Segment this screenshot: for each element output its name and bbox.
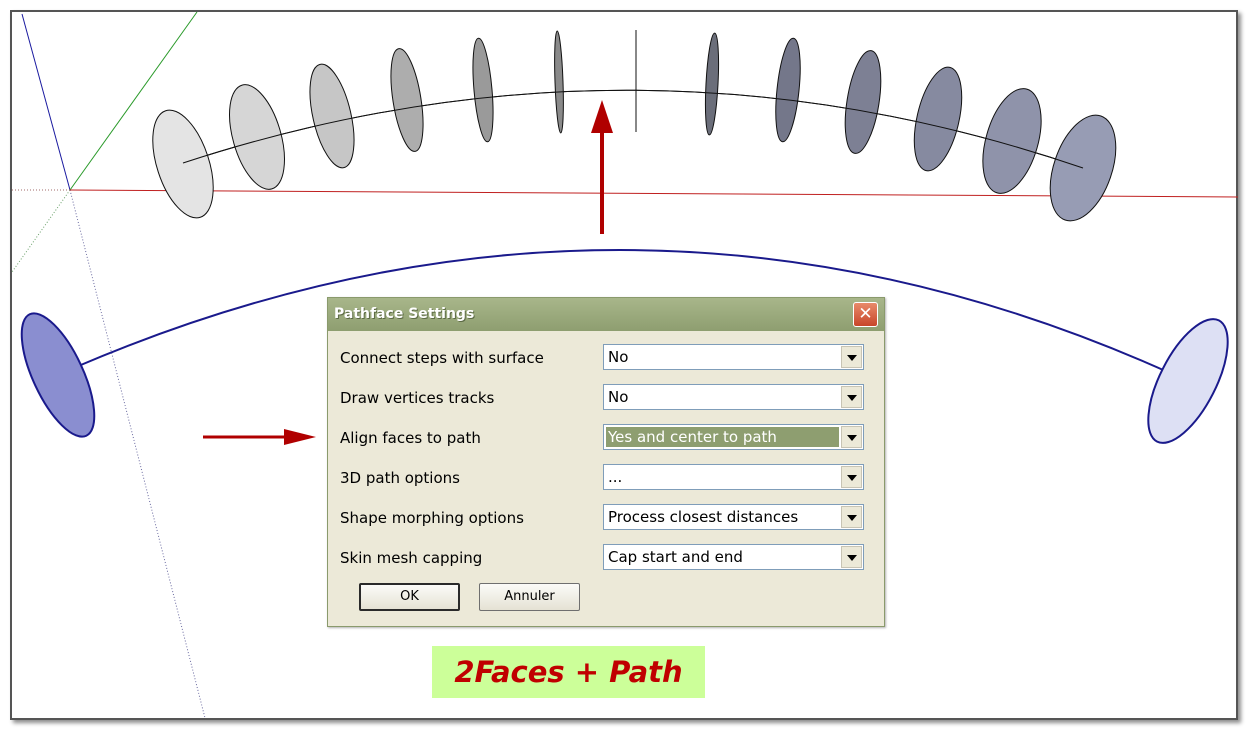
red-arrow-icon [203,429,316,445]
face-ellipse [913,66,963,172]
vertices-tracks-select[interactable]: No [603,384,864,410]
setting-label: 3D path options [340,469,460,487]
dropdown-arrow-icon[interactable] [841,506,862,528]
select-value: ... [608,468,623,486]
top-path-curve-overlay [182,89,1084,169]
green-axis [69,11,198,191]
face-ellipse [775,37,801,143]
end-face [1147,318,1229,444]
bottom-path-curve [75,249,1171,374]
setting-row-connect-steps: Connect steps with surface No [328,344,884,372]
face-ellipse [844,50,882,154]
dialog-title: Pathface Settings [334,306,475,322]
setting-label: Skin mesh capping [340,549,483,567]
extruded-faces [152,30,1117,222]
setting-label: Connect steps with surface [340,349,544,367]
select-value: Yes and center to path [606,427,839,447]
dropdown-arrow-icon[interactable] [841,426,862,448]
align-faces-select[interactable]: Yes and center to path [603,424,864,450]
close-icon: ✕ [858,304,873,324]
select-value: Cap start and end [608,548,743,566]
start-face [20,312,96,438]
face-ellipse [704,32,720,136]
face-ellipse [472,37,494,143]
blue-axis-dotted [69,189,206,719]
setting-label: Align faces to path [340,429,481,447]
cancel-button[interactable]: Annuler [479,583,580,611]
select-value: Process closest distances [608,508,799,526]
setting-row-vertices-tracks: Draw vertices tracks No [328,384,884,412]
setting-row-3d-path: 3D path options ... [328,464,884,492]
face-ellipse [982,88,1042,194]
setting-label: Shape morphing options [340,509,524,527]
caption-box: 2Faces + Path [432,646,705,698]
close-button[interactable]: ✕ [853,302,878,327]
pathface-settings-dialog: Pathface Settings ✕ Connect steps with s… [327,297,885,627]
face-ellipse [390,48,424,152]
red-axis [69,189,1239,198]
select-value: No [608,388,629,406]
dialog-titlebar[interactable]: Pathface Settings ✕ [328,298,884,331]
setting-row-shape-morphing: Shape morphing options Process closest d… [328,504,884,532]
blue-axis [21,13,71,191]
caption-text: 2Faces + Path [454,655,683,689]
red-arrow-icon [591,100,613,234]
setting-row-skin-capping: Skin mesh capping Cap start and end [328,544,884,572]
skin-mesh-capping-select[interactable]: Cap start and end [603,544,864,570]
face-ellipse [229,84,285,190]
green-axis-dotted [11,189,71,273]
face-ellipse [152,109,214,219]
face-ellipse [554,30,564,134]
face-ellipse [309,63,355,169]
select-value: No [608,348,629,366]
dropdown-arrow-icon[interactable] [841,546,862,568]
dropdown-arrow-icon[interactable] [841,386,862,408]
dropdown-arrow-icon[interactable] [841,346,862,368]
setting-row-align-faces: Align faces to path Yes and center to pa… [328,424,884,452]
3d-path-options-select[interactable]: ... [603,464,864,490]
connect-steps-select[interactable]: No [603,344,864,370]
ok-button[interactable]: OK [359,583,460,611]
shape-morphing-select[interactable]: Process closest distances [603,504,864,530]
dropdown-arrow-icon[interactable] [841,466,862,488]
setting-label: Draw vertices tracks [340,389,495,407]
